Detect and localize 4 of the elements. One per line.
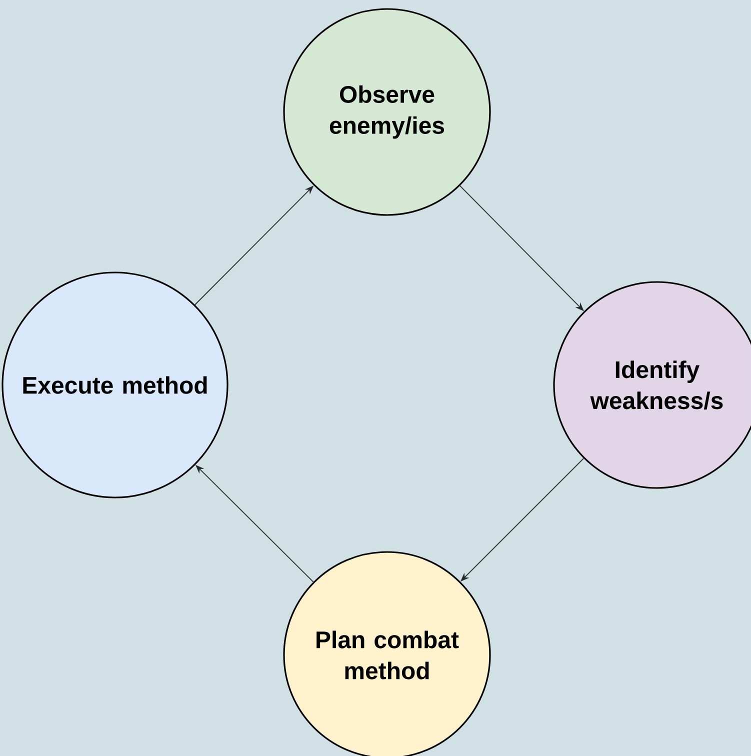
circle-node: Identify weakness/s <box>553 281 751 489</box>
circle-node: Observe enemy/ies <box>283 8 491 216</box>
circle-node: Execute method <box>2 272 228 498</box>
circle-node: Plan combat method <box>283 551 491 756</box>
